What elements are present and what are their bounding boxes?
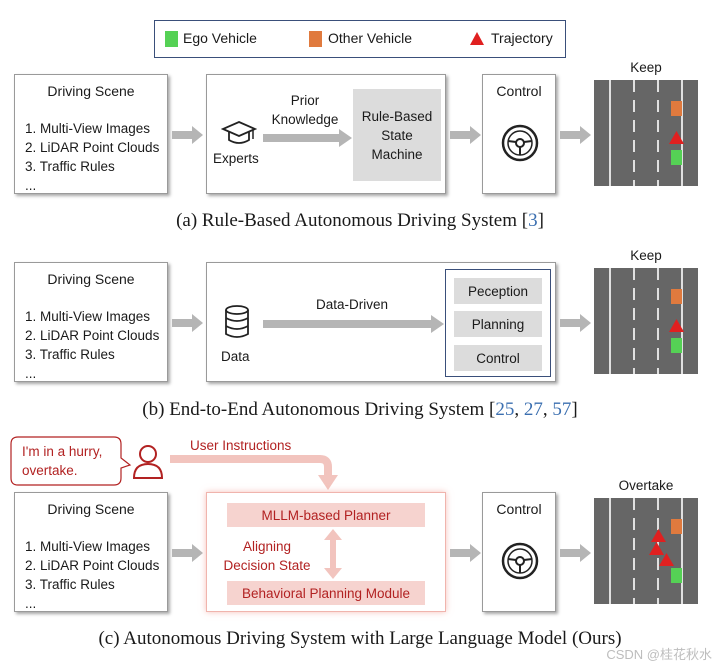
- lane-markings: [609, 80, 683, 186]
- rule-based-state-machine: Rule-Based State Machine: [353, 89, 441, 181]
- driving-scene-title: Driving Scene: [47, 271, 135, 287]
- trajectory-triangle-icon: [659, 553, 674, 566]
- trajectory-triangle-icon: [651, 529, 666, 542]
- caption-b-end: ]: [571, 399, 578, 420]
- citation-link[interactable]: 25: [495, 399, 515, 420]
- arrow-right-icon: [172, 544, 203, 562]
- caption-a: (a) Rule-Based Autonomous Driving System…: [0, 210, 720, 232]
- planning-module: Planning: [454, 311, 542, 337]
- trajectory-triangle-icon: [470, 32, 484, 45]
- driving-scene-list: 1. Multi-View Images 2. LiDAR Point Clou…: [25, 119, 159, 195]
- scene-item: ...: [25, 178, 37, 193]
- scene-item: 1. Multi-View Images: [25, 121, 151, 136]
- scene-item: 3. Traffic Rules: [25, 159, 115, 174]
- caption-b-text: (b) End-to-End Autonomous Driving System…: [142, 399, 496, 420]
- rule-based-system-box: Experts Prior Knowledge Rule-Based State…: [206, 74, 446, 194]
- caption-c: (c) Autonomous Driving System with Large…: [98, 628, 622, 649]
- speech-text: I'm in a hurry, overtake.: [22, 444, 103, 478]
- other-vehicle: [671, 519, 682, 534]
- llm-system-box: MLLM-based Planner Aligning Decision Sta…: [206, 492, 446, 612]
- ego-vehicle-swatch: [165, 31, 178, 47]
- user-icon: [132, 445, 164, 479]
- scene-item: 1. Multi-View Images: [25, 309, 151, 324]
- citation-link[interactable]: 57: [552, 399, 572, 420]
- database-icon: [225, 305, 249, 338]
- citation-link[interactable]: 3: [528, 210, 538, 231]
- caption-a-text: (a) Rule-Based Autonomous Driving System…: [176, 210, 529, 231]
- lane-markings: [609, 498, 683, 604]
- driving-scene-box-c: Driving Scene 1. Multi-View Images 2. Li…: [14, 492, 168, 612]
- driving-scene-list: 1. Multi-View Images 2. LiDAR Point Clou…: [25, 307, 159, 383]
- lane-markings: [609, 268, 683, 374]
- other-vehicle: [671, 289, 682, 304]
- scene-item: 2. LiDAR Point Clouds: [25, 558, 160, 573]
- graduation-cap-icon: [221, 121, 257, 144]
- driving-scene-title: Driving Scene: [47, 83, 135, 99]
- other-vehicle: [671, 101, 682, 116]
- control-box-a: Control: [482, 74, 556, 194]
- control-module: Control: [454, 345, 542, 371]
- road-view-b: [594, 268, 698, 374]
- road-view-c: [594, 498, 698, 604]
- arrow-right-icon: [450, 126, 481, 144]
- scene-item: 3. Traffic Rules: [25, 577, 115, 592]
- instruction-arrow-icon: [170, 455, 338, 490]
- scene-item: 2. LiDAR Point Clouds: [25, 140, 160, 155]
- road-view-a: [594, 80, 698, 186]
- legend-other-label: Other Vehicle: [328, 30, 413, 46]
- arrow-right-icon: [560, 314, 591, 332]
- legend-ego-label: Ego Vehicle: [183, 30, 257, 46]
- control-label: Control: [496, 501, 542, 517]
- steering-wheel-icon: [501, 124, 539, 162]
- result-label-c: Overtake: [618, 478, 674, 493]
- driving-scene-list: 1. Multi-View Images 2. LiDAR Point Clou…: [25, 537, 159, 613]
- modules-frame: Peception Planning Control: [445, 269, 551, 377]
- arrow-right-icon: [560, 126, 591, 144]
- user-instructions-label: User Instructions: [190, 438, 292, 453]
- control-label: Control: [496, 83, 542, 99]
- ego-vehicle: [671, 338, 682, 353]
- speech-bubble: [10, 436, 132, 486]
- scene-item: ...: [25, 596, 37, 611]
- watermark: CSDN @桂花秋水: [606, 647, 712, 662]
- arrow-right-icon: [172, 314, 203, 332]
- bidirectional-arrow-icon: [324, 529, 342, 579]
- trajectory-triangle-icon: [669, 131, 684, 144]
- scene-item: ...: [25, 366, 37, 381]
- ego-vehicle: [671, 150, 682, 165]
- ego-vehicle: [671, 568, 682, 583]
- prior-knowledge-label: Prior Knowledge: [271, 93, 339, 127]
- control-box-c: Control: [482, 492, 556, 612]
- trajectory-triangle-icon: [669, 319, 684, 332]
- arrow-right-icon: [450, 544, 481, 562]
- arrow-right-icon: [263, 315, 444, 333]
- mllm-planner: MLLM-based Planner: [227, 503, 425, 527]
- perception-module: Peception: [454, 278, 542, 304]
- result-label-b: Keep: [630, 248, 662, 263]
- scene-item: 3. Traffic Rules: [25, 347, 115, 362]
- driving-scene-title: Driving Scene: [47, 501, 135, 517]
- citation-link[interactable]: 27: [523, 399, 543, 420]
- scene-item: 2. LiDAR Point Clouds: [25, 328, 160, 343]
- steering-wheel-icon: [501, 542, 539, 580]
- behavioral-planning-module: Behavioral Planning Module: [227, 581, 425, 605]
- caption-a-end: ]: [537, 210, 544, 231]
- arrow-right-icon: [172, 126, 203, 144]
- legend-trajectory-label: Trajectory: [491, 30, 553, 46]
- caption-b: (b) End-to-End Autonomous Driving System…: [142, 399, 578, 420]
- scene-item: 1. Multi-View Images: [25, 539, 151, 554]
- driving-scene-box-a: Driving Scene 1. Multi-View Images 2. Li…: [14, 74, 168, 194]
- experts-label: Experts: [213, 151, 259, 166]
- end-to-end-system-box: Data Data-Driven Peception Planning Cont…: [206, 262, 556, 382]
- driving-scene-box-b: Driving Scene 1. Multi-View Images 2. Li…: [14, 262, 168, 382]
- legend: Ego Vehicle Other Vehicle Trajectory: [154, 20, 566, 58]
- arrow-right-icon: [263, 129, 352, 147]
- aligning-decision-label: Aligning Decision State: [223, 539, 311, 573]
- result-label-a: Keep: [630, 60, 662, 75]
- data-driven-label: Data-Driven: [315, 297, 389, 312]
- other-vehicle-swatch: [309, 31, 322, 47]
- data-label: Data: [221, 349, 250, 364]
- trajectory-triangle-icon: [649, 542, 664, 555]
- arrow-right-icon: [560, 544, 591, 562]
